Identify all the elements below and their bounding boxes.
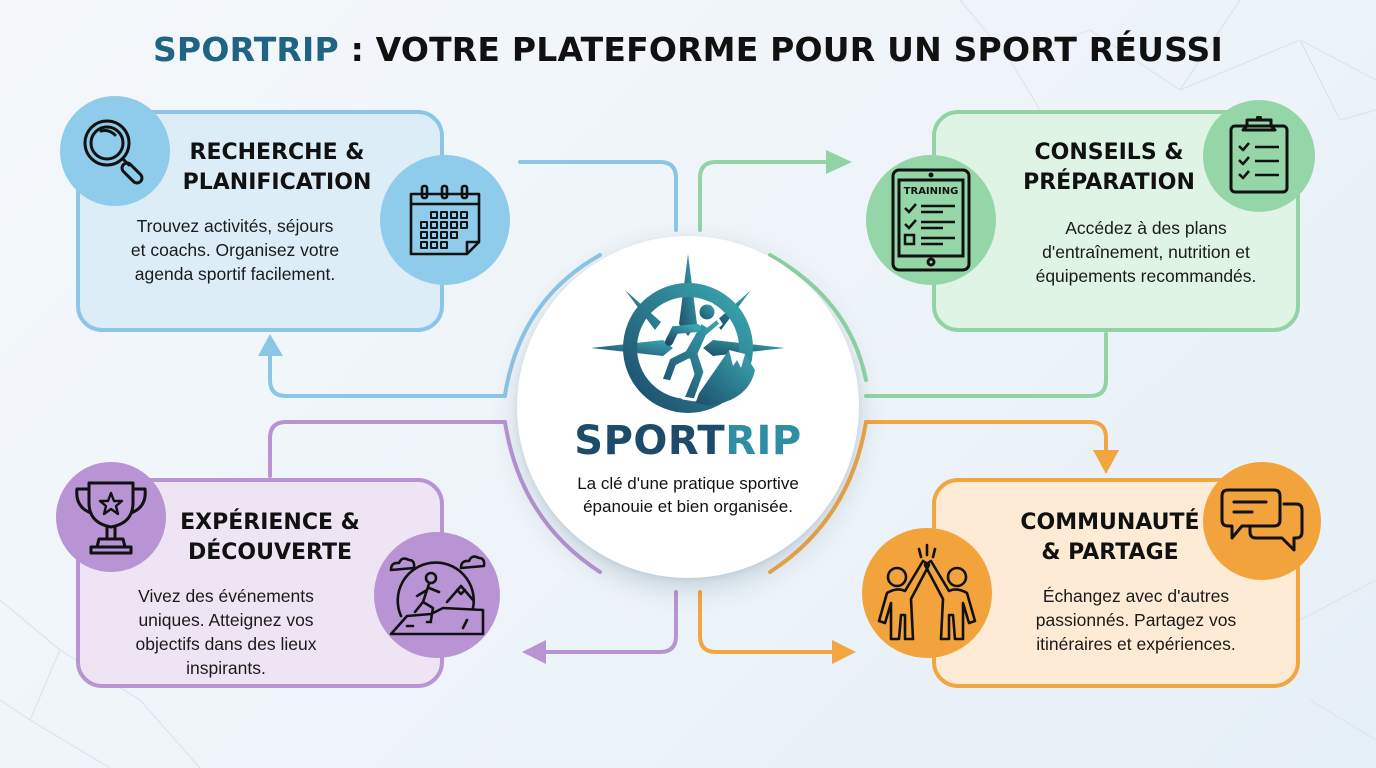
svg-text:TRAINING: TRAINING	[904, 186, 959, 197]
card-description: Accédez à des plans d'entraînement, nutr…	[1035, 218, 1257, 286]
chat-bubbles-icon	[1203, 462, 1321, 580]
title-brand: SPORTRIP	[152, 30, 339, 69]
arrow-right-orange	[832, 640, 856, 664]
card-title: RECHERCHE & PLANIFICATION	[182, 140, 372, 195]
calendar-icon	[380, 155, 510, 285]
compass-runner-mountain-logo	[591, 254, 785, 413]
hub-brand-name: SPORTRIP	[574, 418, 802, 464]
page-title: SPORTRIP : VOTRE PLATEFORME POUR UN SPOR…	[0, 30, 1376, 69]
card-title: COMMUNAUTÉ & PARTAGE	[1020, 510, 1200, 565]
card-title: CONSEILS & PRÉPARATION	[1023, 140, 1195, 195]
trophy-icon	[56, 462, 166, 572]
arrow-up-blue	[258, 334, 283, 356]
arrow-right-green	[826, 150, 852, 174]
clipboard-checklist-icon	[1203, 100, 1315, 212]
card-description: Trouvez activités, séjours et coachs. Or…	[130, 216, 340, 284]
high-five-icon	[862, 528, 992, 658]
arrow-left-purple	[522, 640, 546, 664]
card-description: Échangez avec d'autres passionnés. Parta…	[1035, 586, 1237, 654]
magnifier-icon	[60, 96, 170, 206]
hub-tagline: La clé d'une pratique sportive épanouie …	[577, 474, 799, 516]
title-rest: : VOTRE PLATEFORME POUR UN SPORT RÉUSSI	[338, 30, 1224, 69]
arrow-down-orange	[1093, 450, 1119, 474]
card-title: EXPÉRIENCE & DÉCOUVERTE	[180, 510, 360, 565]
central-hub: SPORTRIP La clé d'une pratique sportive …	[517, 236, 859, 578]
training-tablet-icon: TRAINING	[866, 155, 996, 285]
card-description: Vivez des événements uniques. Atteignez …	[135, 586, 317, 678]
hiker-landscape-icon	[374, 532, 500, 658]
